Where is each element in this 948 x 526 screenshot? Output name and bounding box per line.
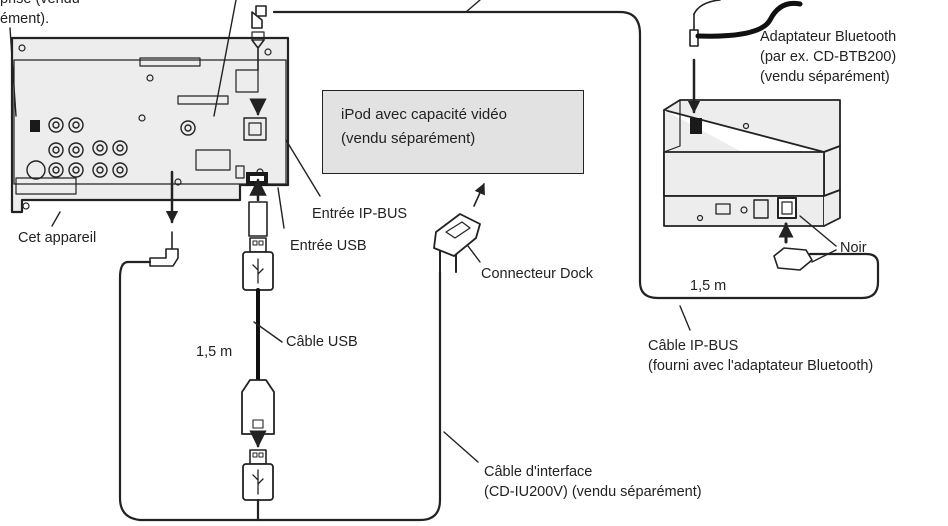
connecteur-dock-label: Connecteur Dock — [481, 266, 594, 282]
iface-cable-line2: (CD-IU200V) (vendu séparément) — [484, 484, 702, 500]
ipbus-length-label: 1,5 m — [690, 278, 727, 294]
bt-label-line3: (vendu séparément) — [760, 69, 890, 85]
bluetooth-adapter — [663, 99, 841, 227]
head-unit — [10, 36, 290, 214]
noir-label: Noir — [840, 240, 867, 256]
jack-label-line1: prise (vendu — [0, 0, 80, 9]
ipbus-cable-label: Câble IP-BUS (fourni avec l'adaptateur B… — [648, 336, 873, 376]
ipod-label-line2: (vendu séparément) — [341, 130, 476, 147]
ipod-box: iPod avec capacité vidéo (vendu séparéme… — [322, 90, 584, 174]
ipod-label-line1: iPod avec capacité vidéo — [341, 106, 507, 123]
usb-plug-top — [242, 237, 274, 291]
usb-plug-bottom — [242, 449, 274, 501]
ipbus-cable-line2: (fourni avec l'adaptateur Bluetooth) — [648, 358, 874, 374]
jack-label: prise (vendu ément). — [0, 0, 80, 29]
usb-adapter-box — [241, 379, 275, 435]
iface-cable-line1: Câble d'interface — [484, 464, 593, 480]
bt-label-line2: (par ex. CD-BTB200) — [760, 49, 897, 65]
cet-appareil-label: Cet appareil — [18, 230, 97, 246]
cable-usb-label: Câble USB — [286, 334, 358, 350]
usb-length-label: 1,5 m — [196, 344, 233, 360]
ipbus-cable-line1: Câble IP-BUS — [648, 338, 739, 354]
jack-label-line2: ément). — [0, 11, 50, 27]
interface-cable-label: Câble d'interface (CD-IU200V) (vendu sép… — [484, 462, 702, 502]
entree-ipbus-label: Entrée IP-BUS — [312, 206, 408, 222]
entree-usb-label: Entrée USB — [290, 238, 367, 254]
bluetooth-adapter-label: Adaptateur Bluetooth (par ex. CD-BTB200)… — [760, 27, 896, 87]
bt-label-line1: Adaptateur Bluetooth — [760, 29, 897, 45]
